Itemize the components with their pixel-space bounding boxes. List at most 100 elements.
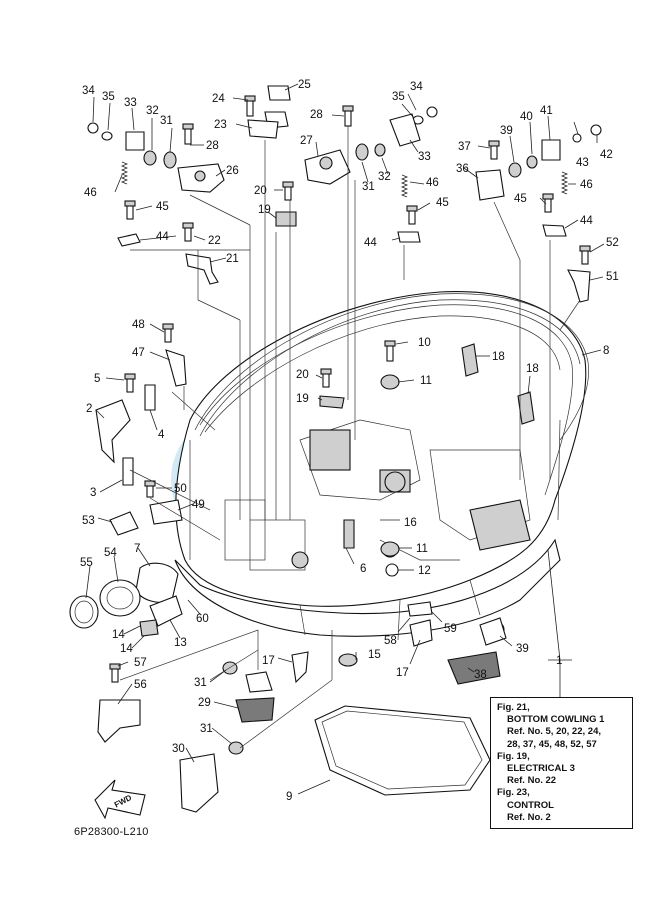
callout-c31b: 31 — [362, 181, 375, 193]
reference-line: 28, 37, 45, 48, 52, 57 — [507, 738, 597, 750]
callout-c11b: 11 — [416, 543, 428, 555]
callout-c15: 15 — [368, 649, 381, 661]
callout-c51: 51 — [606, 271, 619, 283]
callout-c44b: 44 — [364, 237, 377, 249]
callout-c12: 12 — [418, 565, 431, 577]
reference-line: BOTTOM COWLING 1 — [507, 714, 605, 726]
callout-c42: 42 — [600, 149, 613, 161]
callout-c13: 13 — [174, 637, 187, 649]
housings — [69, 113, 561, 813]
callout-c55: 55 — [80, 557, 93, 569]
callout-c36: 36 — [456, 163, 469, 175]
callout-c18a: 18 — [492, 351, 505, 363]
callout-c47: 47 — [132, 347, 145, 359]
callout-c9: 9 — [286, 791, 292, 803]
callout-c5: 5 — [94, 373, 100, 385]
callout-c40: 40 — [520, 111, 533, 123]
callout-c3: 3 — [90, 487, 96, 499]
callout-c59: 59 — [444, 623, 457, 635]
callout-c53: 53 — [82, 515, 95, 527]
callout-c19a: 19 — [258, 204, 271, 216]
callout-c22: 22 — [208, 235, 221, 247]
callout-c10: 10 — [418, 337, 431, 349]
reference-line: Fig. 23, — [497, 787, 530, 799]
callout-c31d: 31 — [200, 723, 213, 735]
callout-c32a: 32 — [146, 105, 159, 117]
callout-c43: 43 — [576, 157, 589, 169]
callout-c58: 58 — [384, 635, 397, 647]
reference-line: ELECTRICAL 3 — [507, 763, 575, 775]
callout-c44a: 44 — [156, 231, 169, 243]
brackets — [95, 85, 591, 743]
callout-c4: 4 — [158, 429, 165, 441]
callout-c31c: 31 — [194, 677, 207, 689]
callout-c17a: 17 — [262, 655, 275, 667]
callout-c32b: 32 — [378, 171, 391, 183]
callout-c44c: 44 — [580, 215, 593, 227]
callout-c20a: 20 — [254, 185, 267, 197]
callout-c45b: 45 — [436, 197, 449, 209]
callout-c31a: 31 — [160, 115, 173, 127]
callout-c37: 37 — [458, 141, 471, 153]
callout-c60: 60 — [196, 613, 209, 625]
callout-c30: 30 — [172, 743, 185, 755]
callout-c33b: 33 — [418, 151, 431, 163]
callout-c39a: 39 — [500, 125, 513, 137]
leader-lines — [85, 83, 605, 795]
callout-c20b: 20 — [296, 369, 309, 381]
callout-c19b: 19 — [296, 393, 309, 405]
callout-c46b: 46 — [426, 177, 439, 189]
callout-c24: 24 — [212, 93, 225, 105]
callout-c25: 25 — [298, 79, 311, 91]
springs — [120, 161, 569, 198]
callout-c46a: 46 — [84, 187, 97, 199]
callout-c34a: 34 — [82, 85, 95, 97]
callout-c33a: 33 — [124, 97, 137, 109]
callout-c49: 49 — [192, 499, 205, 511]
callout-c45a: 45 — [156, 201, 169, 213]
callout-c6: 6 — [360, 563, 366, 575]
callout-c48: 48 — [132, 319, 145, 331]
bottom-cowling — [174, 291, 587, 637]
callout-c41: 41 — [540, 105, 553, 117]
callout-c27: 27 — [300, 135, 313, 147]
reference-line: Ref. No. 5, 20, 22, 24, — [507, 726, 601, 738]
callout-c2: 2 — [86, 403, 92, 415]
callout-c46c: 46 — [580, 179, 593, 191]
callout-c7: 7 — [134, 543, 140, 555]
callout-c29: 29 — [198, 697, 211, 709]
diagram-code: 6P28300-L210 — [74, 826, 149, 838]
callout-c17b: 17 — [396, 667, 409, 679]
bolts — [109, 95, 591, 683]
callout-c8: 8 — [603, 345, 609, 357]
callout-c45c: 45 — [514, 193, 527, 205]
callout-c56: 56 — [134, 679, 147, 691]
callout-c28a: 28 — [206, 140, 219, 152]
callout-c35a: 35 — [102, 91, 115, 103]
callout-c50: 50 — [174, 483, 187, 495]
reference-line: Ref. No. 2 — [507, 811, 551, 823]
callout-c18b: 18 — [526, 363, 539, 375]
callout-c14a: 14 — [112, 629, 125, 641]
callout-c34b: 34 — [410, 81, 423, 93]
callout-c35b: 35 — [392, 91, 405, 103]
callout-c26: 26 — [226, 165, 239, 177]
callout-c14b: 14 — [120, 643, 133, 655]
reference-line: Ref. No. 22 — [507, 775, 557, 787]
callout-c23: 23 — [214, 119, 227, 131]
fwd-arrow-icon: FWD — [94, 779, 146, 820]
callout-c38: 38 — [474, 669, 487, 681]
reference-line: Fig. 19, — [497, 750, 530, 762]
callout-c57: 57 — [134, 657, 147, 669]
callout-c21: 21 — [226, 253, 239, 265]
callout-c28b: 28 — [310, 109, 323, 121]
callout-c11a: 11 — [420, 375, 432, 387]
callout-c52: 52 — [606, 237, 619, 249]
reference-line: Fig. 21, — [497, 702, 530, 713]
callout-c39b: 39 — [516, 643, 529, 655]
reference-line: CONTROL — [507, 799, 554, 811]
callout-c1: 1 — [556, 655, 562, 667]
